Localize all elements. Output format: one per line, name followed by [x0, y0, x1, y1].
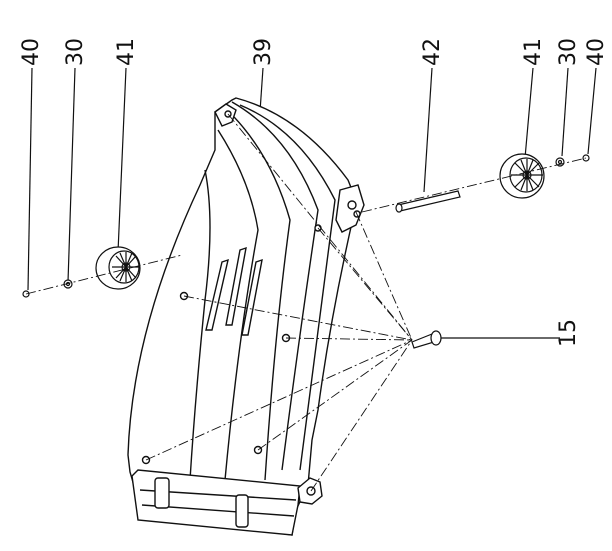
left-fastener-stack [22, 246, 141, 298]
axis-hole-1 [183, 295, 413, 341]
housing-rib-4 [217, 129, 259, 481]
part-label-41-right: 41 [521, 38, 546, 66]
part-label-30-left: 30 [63, 38, 88, 66]
part-label-40-left: 40 [19, 38, 44, 66]
housing-mouth [131, 469, 301, 536]
axis-bottom-bracket [310, 339, 413, 492]
axis-hole-2 [317, 227, 413, 341]
part-label-41-left: 41 [114, 38, 139, 66]
leader-40-left [27, 67, 33, 291]
callout-labels: 40 30 41 39 42 41 30 40 15 [19, 38, 609, 347]
leader-42 [423, 67, 433, 193]
housing-tab-left [154, 477, 170, 509]
housing-rib-2 [231, 101, 319, 471]
housing-right-bracket-hole [347, 200, 357, 210]
left-wheel-spokes [112, 252, 140, 282]
axis-top-bracket [227, 113, 413, 341]
leader-30-left [67, 67, 76, 283]
part-label-39: 39 [251, 38, 276, 66]
right-wheel-spokes [511, 159, 543, 191]
housing-rib-1 [239, 104, 336, 471]
right-axle-body [397, 190, 461, 212]
leader-41-left [117, 67, 127, 253]
axis-hole-4 [257, 339, 413, 451]
part-label-15: 15 [556, 319, 581, 347]
right-axle-end [395, 203, 403, 213]
right-fastener-stack [395, 153, 590, 213]
housing-slot-2 [225, 246, 247, 326]
axis-right-stack [361, 157, 587, 213]
screw-part-15 [411, 330, 442, 349]
housing-tab-middle [235, 494, 249, 528]
right-washer-30-hole [557, 159, 563, 165]
housing-slot-1 [205, 258, 229, 331]
part-label-42: 42 [420, 38, 445, 66]
right-wheel-41 [499, 153, 545, 199]
axis-left-stack [25, 254, 183, 295]
axis-right-bracket [355, 211, 413, 341]
left-wheel-41 [95, 246, 141, 290]
part-label-30-right: 30 [556, 38, 581, 66]
housing-part-39 [127, 97, 365, 536]
housing-outline [127, 97, 357, 536]
housing-rib-3 [224, 107, 291, 481]
housing-slot-3 [241, 258, 263, 336]
leader-40-right [587, 67, 597, 155]
right-axle-42 [395, 190, 461, 213]
assembly-axis-lines [25, 113, 587, 492]
leader-30-right [561, 67, 569, 157]
axis-hole-3 [285, 337, 413, 341]
part-label-40-right: 40 [584, 38, 609, 66]
screw-head [430, 330, 442, 346]
axis-hole-5 [145, 339, 413, 461]
leader-41-right [524, 67, 534, 159]
